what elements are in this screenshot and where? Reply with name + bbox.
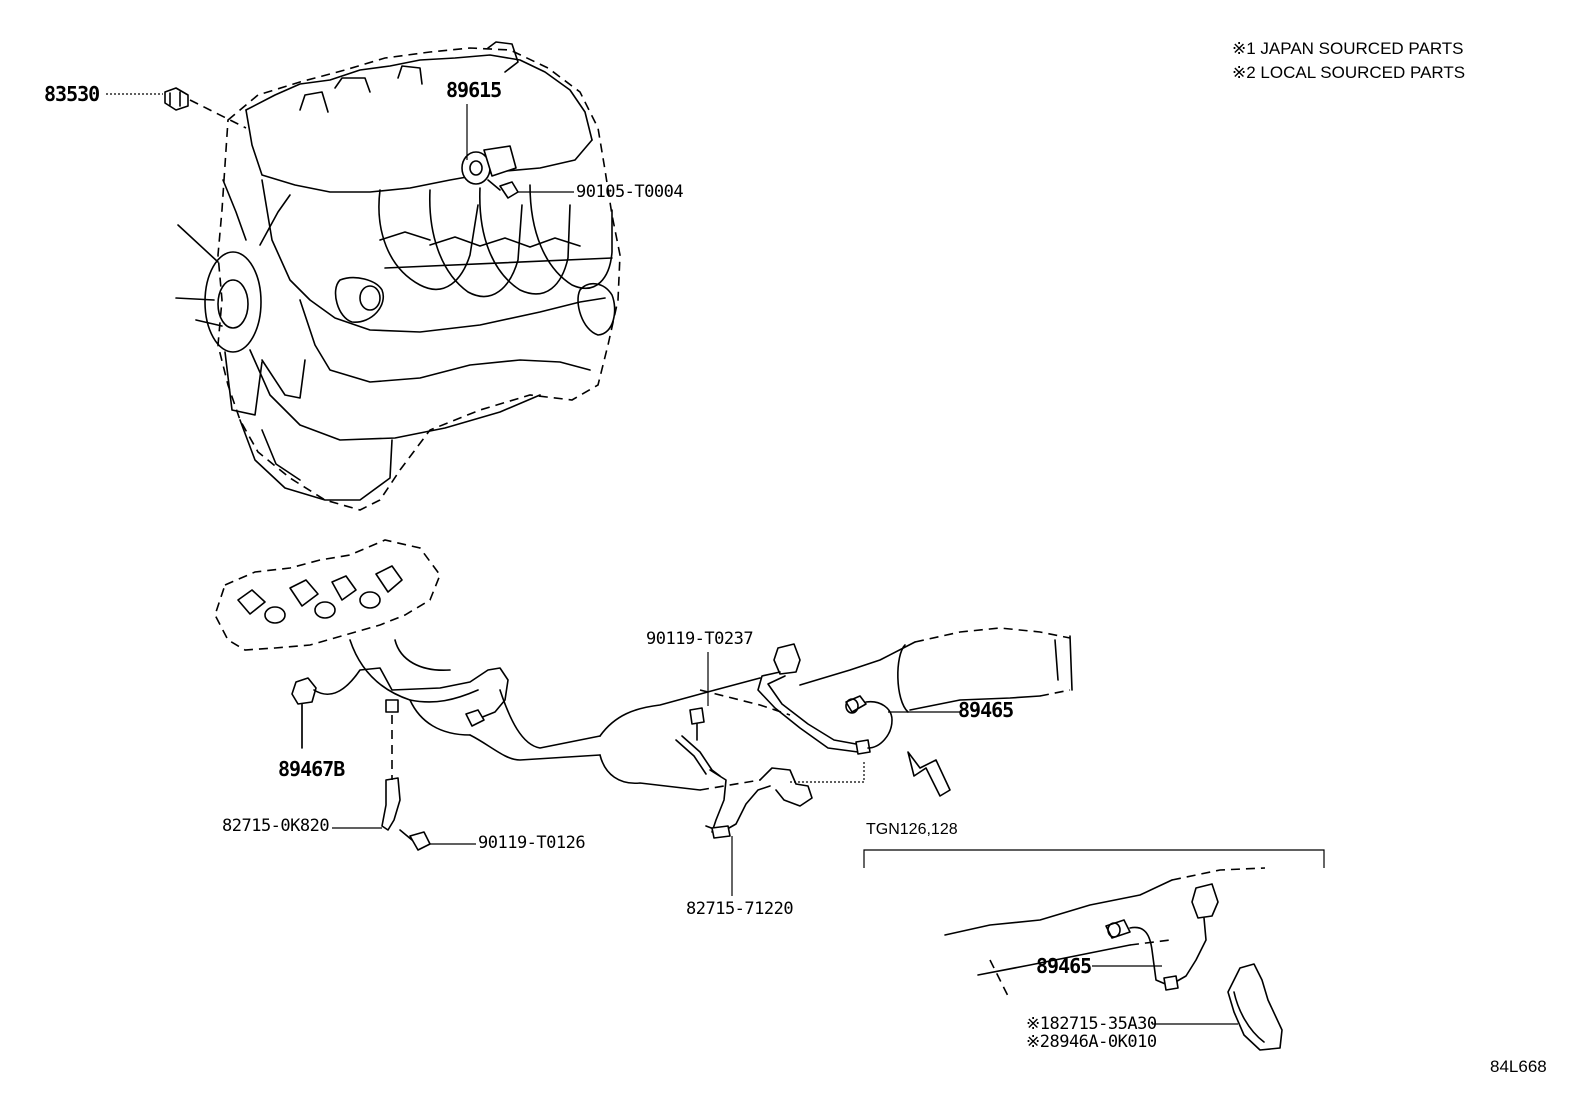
manifold-bracket [381,699,431,851]
part-label-89467b[interactable]: 89467B [278,757,345,781]
part-label-90105-t0004[interactable]: 90105-T0004 [576,182,684,202]
part-label-82715-0k820[interactable]: 82715-0K820 [222,816,330,836]
inset-variant [863,849,1325,1051]
part-label-90119-t0126[interactable]: 90119-T0126 [478,833,586,853]
inset-title: TGN126,128 [866,821,958,838]
oil-pressure-switch [164,87,247,129]
downstream-oxygen-sensor [757,643,951,797]
exhaust-manifold [214,539,601,761]
part-label-89615[interactable]: 89615 [446,78,502,102]
engine-assembly [175,41,621,511]
diagram-code: 84L668 [1490,1057,1547,1076]
part-label-89465-inset[interactable]: 89465 [1036,954,1092,978]
knock-sensor [461,145,519,199]
part-label-83530[interactable]: 83530 [44,82,100,106]
part-label-82715-71220[interactable]: 82715-71220 [686,899,794,919]
part-label-89465[interactable]: 89465 [958,698,1014,722]
leader-lines [106,93,1238,1025]
note-japan-sourced: ※1 JAPAN SOURCED PARTS [1232,39,1464,58]
converter-bracket [675,707,865,839]
part-label-8946a-0k010[interactable]: ※28946A-0K010 [1026,1032,1157,1052]
part-label-90119-t0237[interactable]: 90119-T0237 [646,629,754,649]
part-label-82715-35a30[interactable]: ※182715-35A30 [1026,1014,1157,1034]
note-local-sourced: ※2 LOCAL SOURCED PARTS [1232,63,1466,82]
upstream-oxygen-sensor [291,667,509,749]
catalytic-converter [599,627,1073,791]
